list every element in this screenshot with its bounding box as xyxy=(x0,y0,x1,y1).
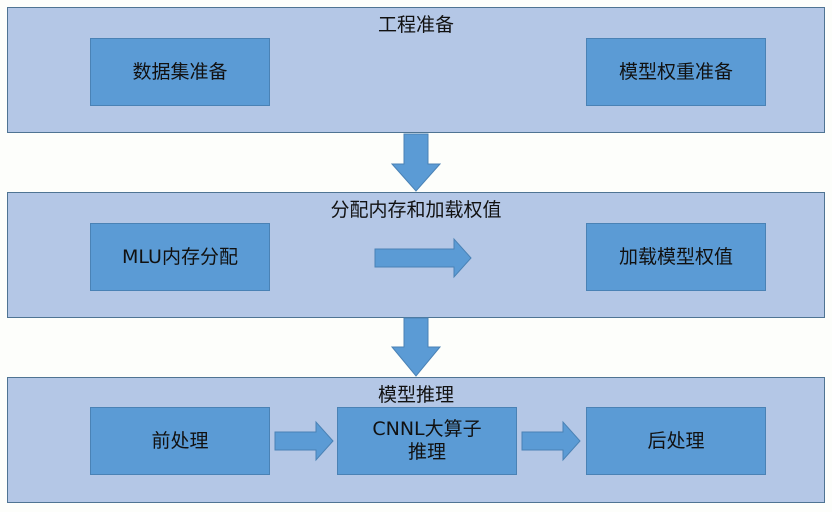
node-load-weights[interactable]: 加载模型权值 xyxy=(586,223,766,291)
stage-title: 模型推理 xyxy=(377,384,454,406)
stage-memory-and-weights: 分配内存和加载权值 MLU内存分配 加载模型权值 xyxy=(7,192,825,318)
stage-engineering-prep: 工程准备 数据集准备 模型权重准备 xyxy=(7,7,825,133)
stage-title: 工程准备 xyxy=(377,14,454,36)
node-weights-prep[interactable]: 模型权重准备 xyxy=(586,38,766,106)
down-arrow-icon xyxy=(390,317,442,377)
node-cnnl-inference[interactable]: CNNL大算子 推理 xyxy=(337,407,517,475)
right-arrow-icon xyxy=(274,420,334,462)
down-arrow-icon xyxy=(390,133,442,192)
right-arrow-icon xyxy=(521,420,581,462)
right-arrow-icon xyxy=(374,237,472,279)
node-mlu-memory-alloc[interactable]: MLU内存分配 xyxy=(90,223,270,291)
node-postprocess[interactable]: 后处理 xyxy=(586,407,766,475)
node-preprocess[interactable]: 前处理 xyxy=(90,407,270,475)
stage-title: 分配内存和加载权值 xyxy=(330,199,502,221)
node-dataset-prep[interactable]: 数据集准备 xyxy=(90,38,270,106)
stage-model-inference: 模型推理 前处理 CNNL大算子 推理 后处理 xyxy=(7,377,825,503)
